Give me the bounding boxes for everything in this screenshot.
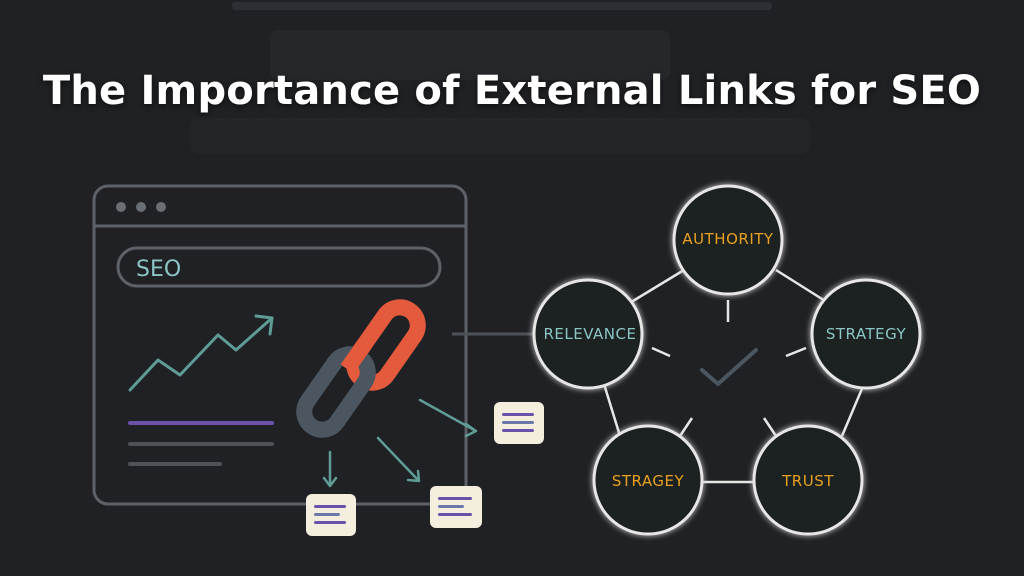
node-label-stragey: STRAGEY bbox=[612, 472, 685, 490]
pentagon-edges bbox=[602, 268, 866, 484]
content-line-3 bbox=[128, 462, 222, 466]
page-title: The Importance of External Links for SEO bbox=[42, 68, 982, 114]
window-dot-3 bbox=[156, 202, 166, 212]
window-dot-1 bbox=[116, 202, 126, 212]
content-line-2 bbox=[128, 442, 274, 446]
node-authority: AUTHORITY bbox=[672, 184, 784, 296]
center-spokes bbox=[651, 300, 807, 437]
node-label-relevance: RELEVANCE bbox=[544, 325, 637, 343]
document-icon bbox=[306, 494, 356, 536]
node-trust: TRUST bbox=[752, 424, 864, 536]
document-icon bbox=[494, 402, 544, 444]
node-stragey: STRAGEY bbox=[592, 424, 704, 536]
node-strategy: STRATEGY bbox=[810, 278, 922, 390]
content-line-purple bbox=[128, 421, 274, 425]
window-dot-2 bbox=[136, 202, 146, 212]
node-label-trust: TRUST bbox=[781, 472, 834, 490]
search-bar[interactable]: SEO bbox=[116, 246, 442, 288]
trend-arrow-icon bbox=[128, 314, 274, 392]
search-text: SEO bbox=[136, 257, 181, 282]
document-icon bbox=[430, 486, 482, 528]
browser-window bbox=[92, 184, 468, 506]
node-label-strategy: STRATEGY bbox=[826, 325, 907, 343]
node-relevance: RELEVANCE bbox=[532, 278, 644, 390]
node-label-authority: AUTHORITY bbox=[682, 230, 773, 248]
checkmark-icon bbox=[700, 348, 758, 386]
link-arrows bbox=[322, 398, 478, 488]
chain-link-icon bbox=[296, 299, 426, 438]
